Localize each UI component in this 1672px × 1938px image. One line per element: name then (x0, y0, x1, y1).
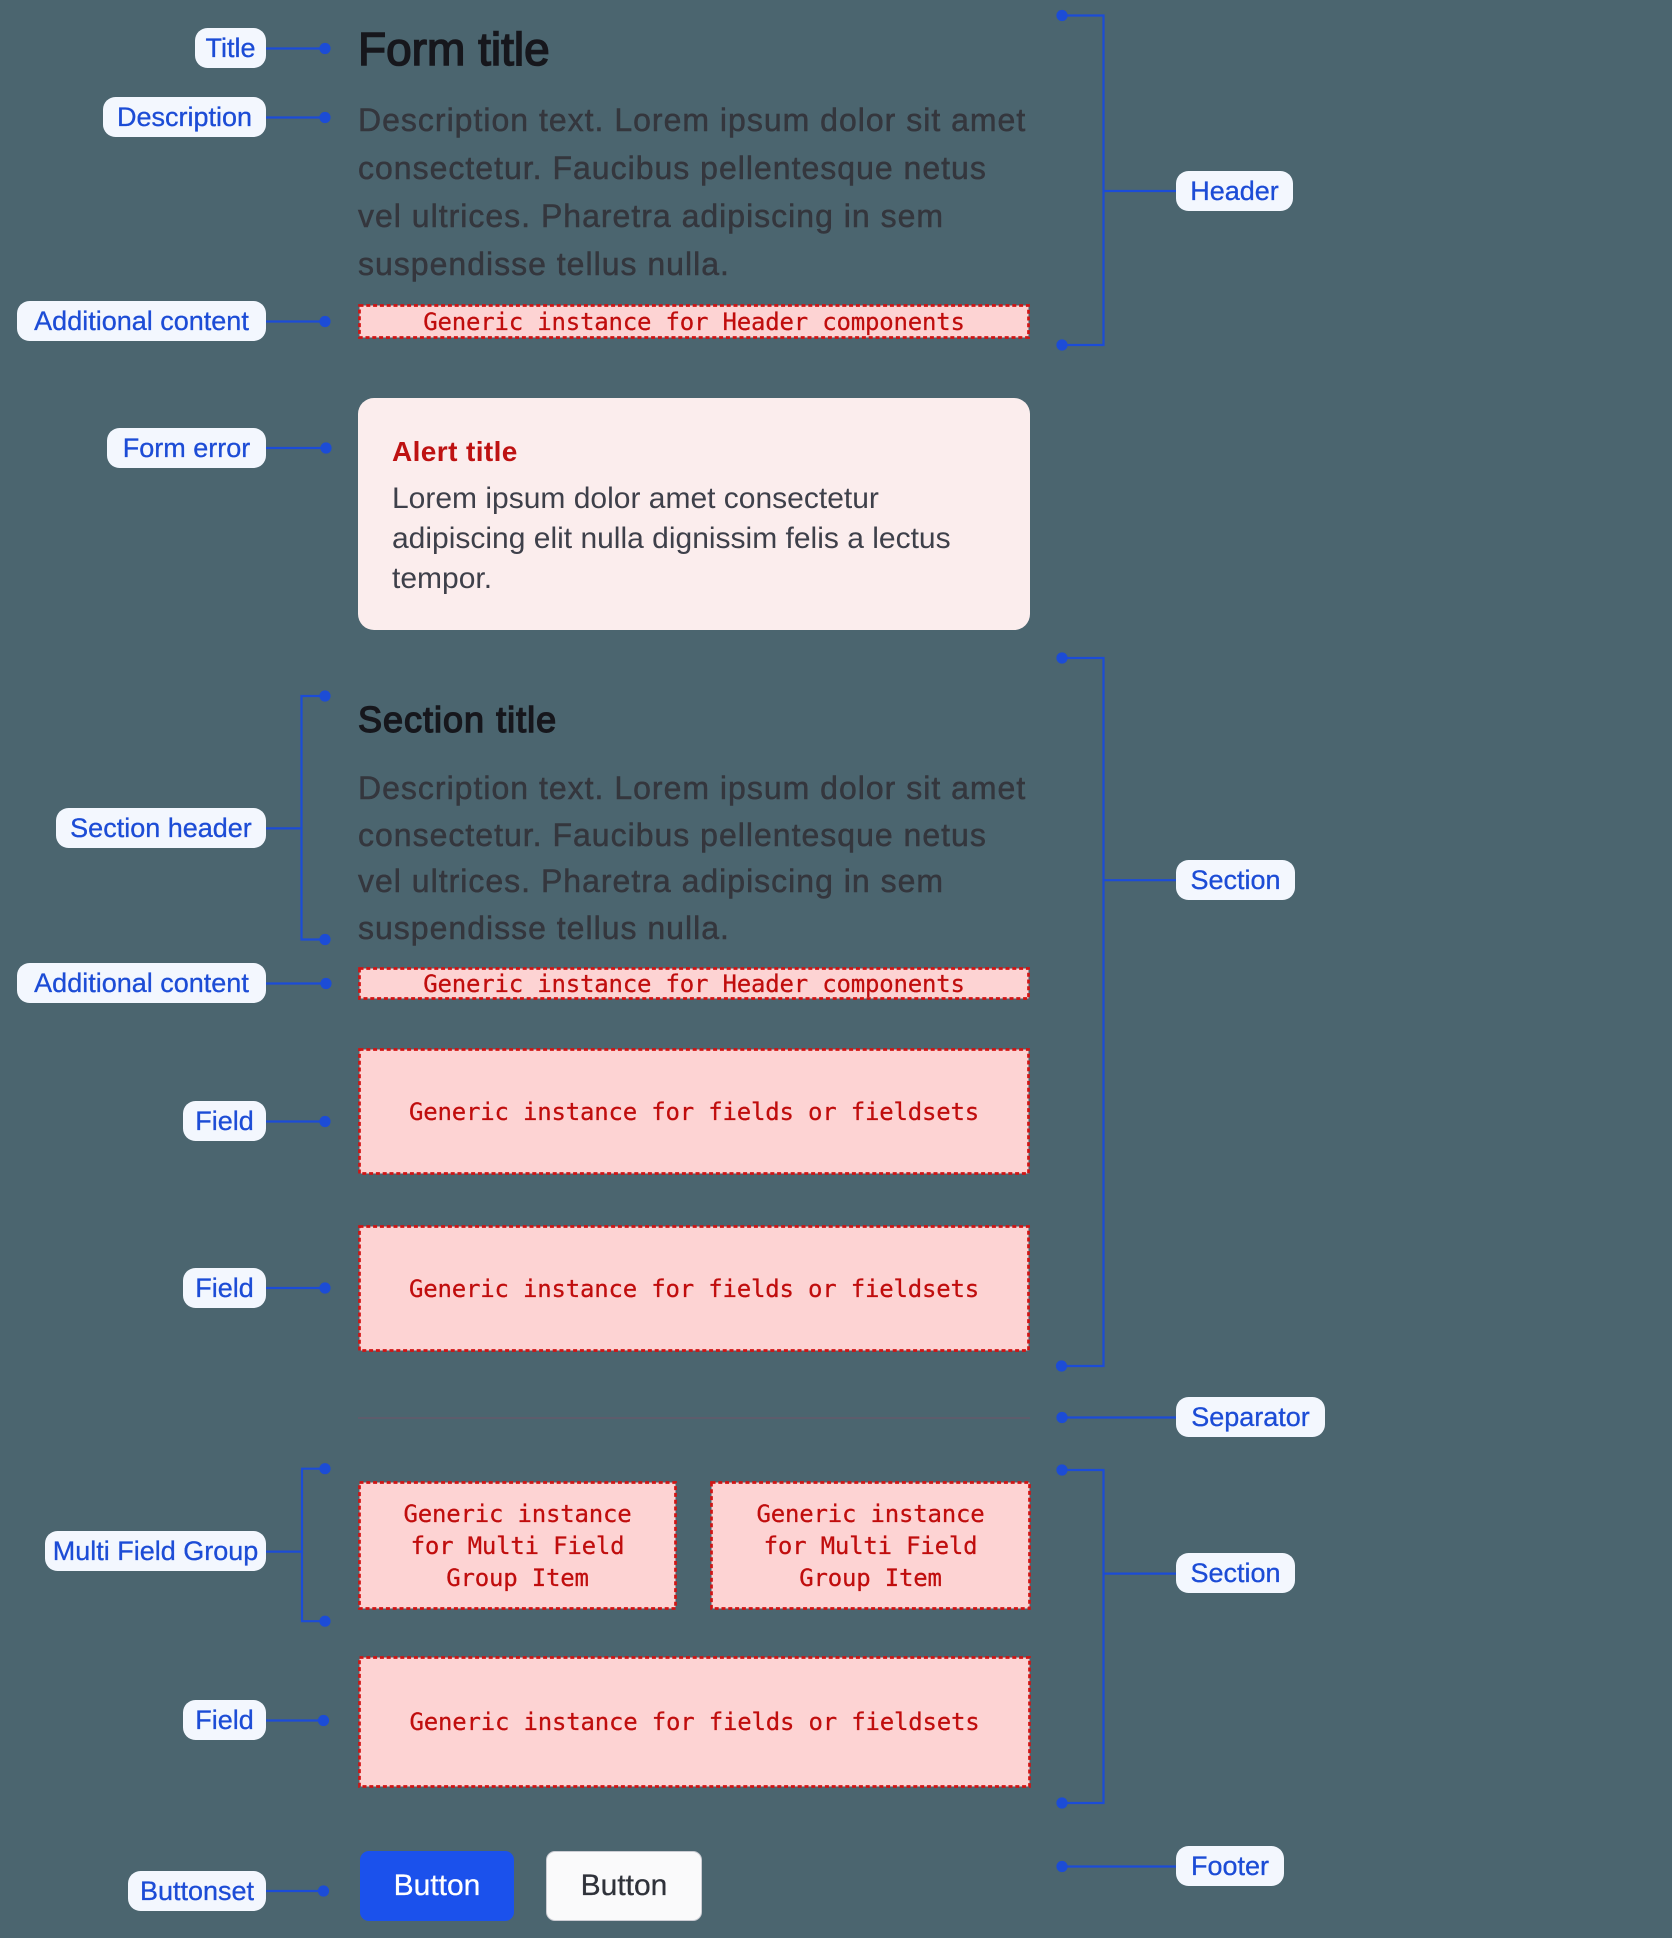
header-bracket (1062, 14, 1105, 347)
annotation-buttonset: Buttonset (128, 1871, 266, 1911)
section-header-top-dot (319, 690, 331, 702)
header-bracket-top-dot (1056, 9, 1068, 22)
primary-button[interactable]: Button (360, 1851, 514, 1921)
multi-field-item-2-label: Generic instance for Multi Field Group I… (756, 1499, 985, 1592)
annotation-multi-field-group: Multi Field Group (45, 1531, 266, 1571)
multi-field-group-top-dot (319, 1463, 331, 1475)
multi-field-item-1-box (358, 1481, 677, 1610)
field-2-anchor-dot (319, 1282, 331, 1294)
separator-anchor-dot (1056, 1411, 1068, 1424)
alert-body: Lorem ipsum dolor amet consectetur adipi… (392, 482, 951, 595)
section-additional-slot: Generic instance for Header components (358, 967, 1030, 1000)
section-1-bracket-top-dot (1056, 652, 1068, 664)
annotation-title: Title (195, 28, 266, 68)
multi-field-item-2-box (710, 1481, 1031, 1610)
form-title: Form title (357, 23, 550, 75)
annotation-field-3: Field (183, 1700, 266, 1740)
header-slot-box (358, 304, 1030, 339)
description-anchor-dot (319, 111, 331, 124)
field-slot-2-label: Generic instance for fields or fieldsets (409, 1274, 979, 1303)
secondary-button[interactable]: Button (546, 1851, 702, 1921)
additional-content-1-anchor-dot (319, 315, 331, 328)
field-slot-2-box (358, 1225, 1030, 1352)
field-slot-1: Generic instance for fields or fieldsets (358, 1048, 1030, 1175)
footer-anchor-dot (1056, 1860, 1068, 1873)
section-2-bracket-bottom-dot (1056, 1797, 1068, 1809)
annotation-section-2: Section (1176, 1553, 1295, 1593)
section-title: Section title (357, 698, 558, 740)
multi-field-item-2: Generic instance for Multi Field Group I… (710, 1481, 1031, 1610)
form-error-anchor-dot (320, 442, 332, 454)
annotation-footer: Footer (1176, 1846, 1284, 1886)
section-header-bottom-dot (319, 933, 331, 946)
section-1-bracket (1061, 656, 1105, 1368)
multi-field-group-bottom-dot (319, 1615, 331, 1627)
field-slot-1-label: Generic instance for fields or fieldsets (409, 1097, 979, 1126)
field-slot-3: Generic instance for fields or fieldsets (358, 1656, 1031, 1788)
additional-content-2-anchor-dot (320, 977, 332, 990)
section-2-bracket-top-dot (1056, 1464, 1068, 1476)
field-3-anchor-dot (317, 1714, 330, 1727)
header-slot: Generic instance for Header components (358, 304, 1030, 339)
form-error-alert: Alert title Lorem ipsum dolor amet conse… (358, 398, 1030, 630)
header-slot-label: Generic instance for Header components (423, 307, 965, 336)
annotation-field-2: Field (183, 1268, 266, 1308)
annotation-separator: Separator (1176, 1397, 1325, 1437)
section-description: Description text. Lorem ipsum dolor sit … (358, 770, 1027, 946)
header-bracket-bottom-dot (1056, 339, 1068, 351)
annotation-field-1: Field (183, 1101, 266, 1141)
multi-field-item-1-label: Generic instance for Multi Field Group I… (403, 1499, 632, 1592)
multi-field-item-1: Generic instance for Multi Field Group I… (358, 1481, 677, 1610)
field-slot-1-box (358, 1048, 1030, 1175)
field-slot-3-box (358, 1656, 1031, 1788)
annotation-description: Description (103, 97, 266, 137)
field-slot-2: Generic instance for fields or fieldsets (358, 1225, 1030, 1352)
annotation-section-1: Section (1176, 860, 1295, 900)
multi-field-group-bracket (300, 1467, 325, 1623)
section-2-bracket (1062, 1468, 1105, 1805)
annotation-additional-content-1: Additional content (17, 301, 266, 341)
buttonset-anchor-dot (317, 1885, 330, 1897)
field-1-anchor-dot (319, 1115, 331, 1128)
section-header-bracket (300, 694, 325, 941)
section-1-bracket-bottom-dot (1055, 1360, 1068, 1372)
annotation-additional-content-2: Additional content (17, 963, 266, 1003)
alert-title: Alert title (392, 436, 518, 467)
annotation-section-header: Section header (56, 808, 266, 848)
section-additional-slot-label: Generic instance for Header components (423, 969, 965, 998)
annotation-form-error: Form error (107, 428, 266, 468)
annotation-header: Header (1176, 171, 1293, 211)
section-slot-box (358, 967, 1030, 1000)
field-slot-3-label: Generic instance for fields or fieldsets (409, 1708, 980, 1736)
title-anchor-dot (319, 42, 331, 55)
form-description: Description text. Lorem ipsum dolor sit … (358, 102, 1027, 283)
